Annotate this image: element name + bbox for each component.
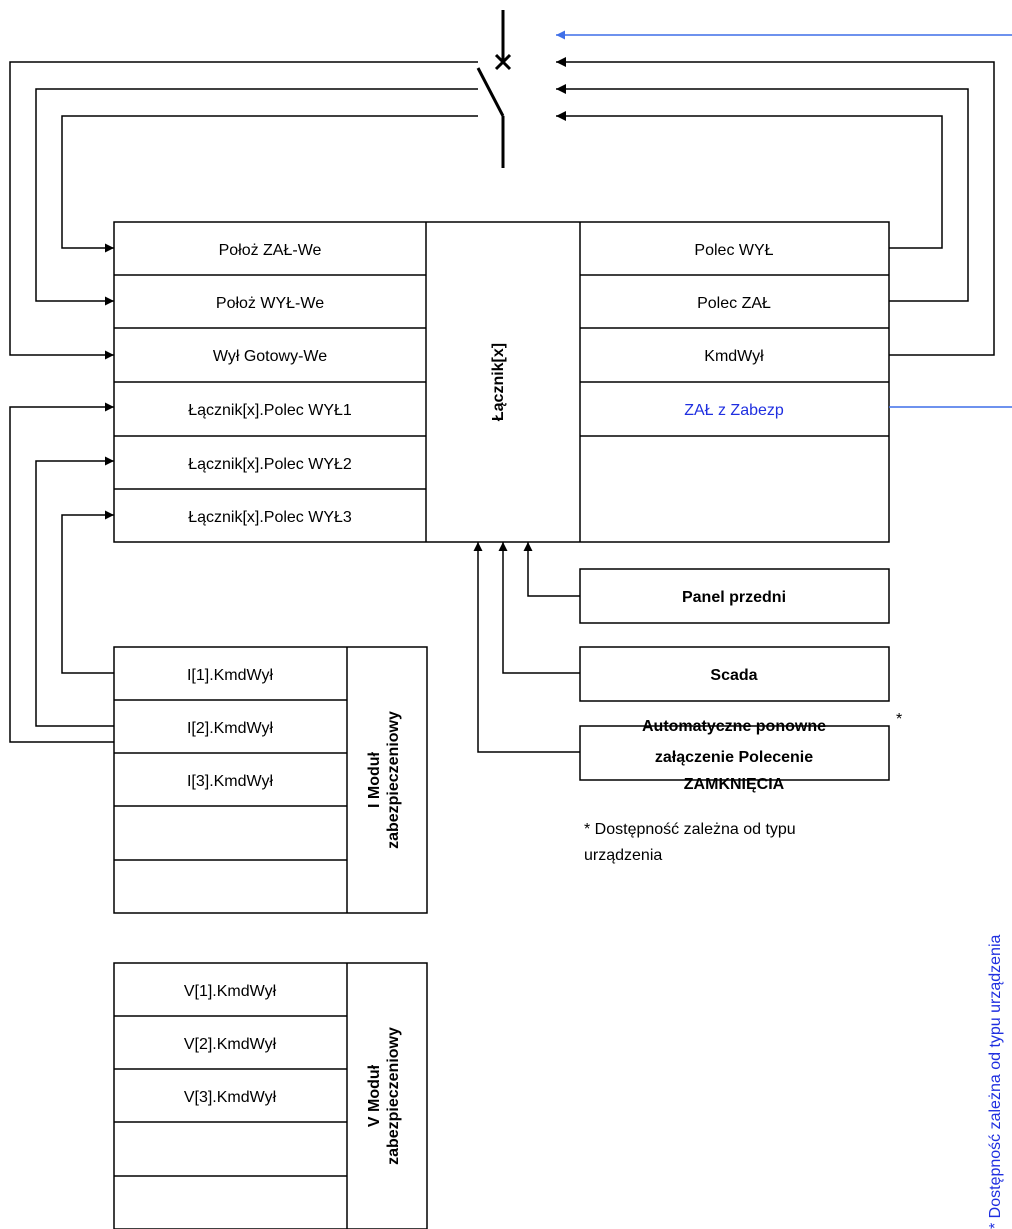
breaker-title: Łącznik[x] bbox=[490, 343, 507, 421]
module-5-title-line-2: zabezpieczeniowy bbox=[385, 1027, 402, 1165]
module-1-row-2: I[2].KmdWył bbox=[187, 720, 274, 737]
front-panel-box: Panel przedni bbox=[579, 568, 890, 624]
auto-reclose-line-2: załączenie Polecenie bbox=[655, 749, 813, 766]
protection-module-5: V[1].KmdWył V[2].KmdWył V[3].KmdWył V Mo… bbox=[113, 962, 428, 1229]
footnote-line-2: urządzenia bbox=[584, 847, 662, 864]
breaker-switch-symbol bbox=[476, 10, 512, 168]
output-trip-command: KmdWył bbox=[704, 348, 764, 365]
auto-reclose-box: Automatyczne ponowne załączenie Poleceni… bbox=[579, 711, 902, 793]
scada-box: Scada bbox=[579, 646, 890, 702]
footnote-line-1: * Dostępność zależna od typu bbox=[584, 821, 796, 838]
front-panel-label: Panel przedni bbox=[682, 589, 786, 606]
module-5-row-2: V[2].KmdWył bbox=[184, 1036, 277, 1053]
auto-reclose-line-1: Automatyczne ponowne bbox=[642, 718, 826, 735]
module-1-row-1: I[1].KmdWył bbox=[187, 667, 274, 684]
module-5-row-3: V[3].KmdWył bbox=[184, 1089, 277, 1106]
breaker-block: Położ ZAŁ-We Położ WYŁ-We Wył Gotowy-We … bbox=[113, 221, 890, 543]
input-close-position: Położ ZAŁ-We bbox=[219, 242, 322, 259]
availability-marker: * bbox=[896, 711, 902, 728]
input-trip-command-3: Łącznik[x].Polec WYŁ3 bbox=[188, 509, 352, 526]
switch-to-input-lines bbox=[9, 61, 478, 360]
module-1-title-line-2: zabezpieczeniowy bbox=[385, 711, 402, 849]
output-open-command: Polec WYŁ bbox=[694, 242, 773, 259]
input-trip-command-1: Łącznik[x].Polec WYŁ1 bbox=[188, 402, 352, 419]
input-open-position: Położ WYŁ-We bbox=[216, 295, 324, 312]
module-1-row-3: I[3].KmdWył bbox=[187, 773, 274, 790]
auto-reclose-line-3: ZAMKNIĘCIA bbox=[684, 776, 785, 793]
source-lines bbox=[473, 542, 580, 753]
module-5-title-line-1: V Moduł bbox=[366, 1064, 383, 1127]
protection-module-1: I[1].KmdWył I[2].KmdWył I[3].KmdWył I Mo… bbox=[113, 646, 428, 914]
output-to-switch-lines bbox=[556, 30, 1012, 408]
input-trip-command-2: Łącznik[x].Polec WYŁ2 bbox=[188, 456, 352, 473]
module-trip-lines bbox=[9, 402, 114, 743]
input-ready: Wył Gotowy-We bbox=[213, 348, 327, 365]
output-close-from-protection: ZAŁ z Zabezp bbox=[684, 402, 784, 419]
side-availability-note: * Dostępność zależna od typu urządzenia bbox=[987, 934, 1004, 1229]
module-1-title-line-1: I Moduł bbox=[366, 751, 383, 808]
output-close-command: Polec ZAŁ bbox=[697, 295, 771, 312]
scada-label: Scada bbox=[710, 667, 757, 684]
module-5-row-1: V[1].KmdWył bbox=[184, 983, 277, 1000]
